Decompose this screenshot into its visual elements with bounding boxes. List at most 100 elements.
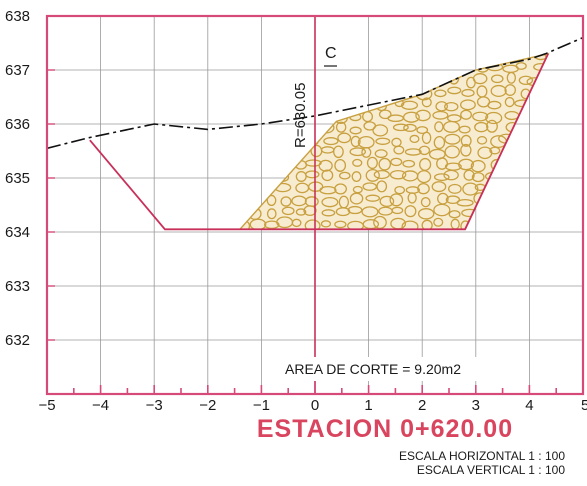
- rubble-stone: [266, 78, 281, 88]
- rubble-stone: [486, 233, 499, 242]
- rubble-stone: [519, 147, 531, 160]
- rubble-stone: [335, 53, 352, 60]
- rubble-stone: [315, 88, 333, 98]
- rubble-stone: [305, 53, 316, 63]
- rubble-stone: [389, 169, 407, 180]
- rubble-stone: [319, 185, 337, 195]
- rubble-stone: [433, 54, 446, 63]
- rubble-stone: [249, 64, 264, 74]
- rubble-stone: [436, 62, 448, 75]
- rubble-stone: [530, 147, 548, 156]
- rubble-stone: [540, 182, 549, 193]
- rubble-stone: [559, 230, 572, 239]
- rubble-stone: [261, 109, 278, 120]
- elevation-label: R=630.05: [292, 83, 309, 148]
- rubble-stone: [529, 205, 546, 214]
- rubble-stone: [515, 219, 529, 230]
- rubble-stone: [459, 99, 476, 111]
- rubble-stone: [376, 180, 388, 193]
- rubble-stone: [417, 53, 429, 62]
- rubble-stone: [409, 134, 420, 144]
- rubble-stone: [530, 124, 543, 134]
- x-tick-label: −2: [199, 397, 216, 414]
- rubble-stone: [416, 126, 429, 135]
- rubble-stone: [404, 148, 422, 156]
- rubble-stone: [544, 109, 549, 123]
- rubble-stone: [266, 170, 284, 180]
- rubble-stone: [264, 220, 280, 230]
- rubble-stone: [350, 135, 361, 148]
- rubble-stone: [463, 169, 475, 181]
- rubble-stone: [378, 157, 392, 171]
- x-tick-label: −5: [38, 397, 55, 414]
- rubble-stone: [489, 146, 501, 155]
- rubble-stone: [334, 220, 347, 229]
- rubble-stone: [461, 88, 475, 97]
- rubble-stone: [317, 101, 334, 110]
- rubble-stone: [490, 84, 507, 98]
- rubble-stone: [474, 121, 489, 133]
- rubble-stone: [501, 174, 514, 183]
- rubble-stone: [458, 158, 475, 171]
- rubble-stone: [417, 208, 435, 220]
- y-tick-label: 632: [5, 332, 30, 349]
- rubble-stone: [349, 192, 364, 205]
- rubble-stone: [239, 207, 254, 219]
- rubble-stone: [504, 197, 515, 206]
- rubble-stone: [460, 109, 472, 120]
- rubble-stone: [373, 169, 390, 180]
- rubble-stone: [363, 53, 380, 62]
- rubble-stone: [253, 235, 265, 241]
- rubble-stone: [487, 197, 499, 207]
- rubble-stone: [303, 205, 317, 216]
- rubble-stone: [541, 119, 549, 133]
- centerline-symbol: C: [325, 45, 337, 62]
- rubble-stone: [304, 159, 322, 167]
- rubble-stone: [558, 100, 570, 109]
- rubble-stone: [266, 194, 277, 207]
- rubble-stone: [266, 208, 277, 220]
- y-tick-label: 633: [5, 278, 30, 295]
- rubble-stone: [334, 158, 347, 172]
- rubble-stone: [291, 218, 302, 228]
- rubble-stone: [415, 109, 431, 122]
- rubble-stone: [344, 53, 361, 60]
- rubble-stone: [558, 74, 566, 82]
- rubble-stone: [491, 53, 501, 59]
- rubble-stone: [316, 61, 332, 75]
- rubble-stone: [250, 87, 261, 99]
- rubble-stone: [375, 137, 391, 145]
- rubble-stone: [252, 120, 268, 134]
- rubble-stone: [449, 61, 460, 74]
- rubble-stone: [308, 84, 324, 98]
- rubble-stone: [404, 205, 417, 218]
- rubble-stone: [389, 193, 404, 207]
- rubble-stone: [239, 193, 252, 203]
- rubble-stone: [394, 185, 406, 195]
- rubble-stone: [380, 234, 393, 241]
- rubble-stone: [543, 62, 549, 75]
- rubble-stone: [444, 145, 460, 159]
- rubble-stone: [349, 126, 362, 135]
- rubble-stone: [470, 228, 488, 230]
- rubble-stone: [558, 148, 568, 154]
- rubble-stone: [402, 159, 416, 168]
- rubble-stone: [372, 124, 389, 137]
- x-tick-label: 3: [472, 397, 480, 414]
- rubble-stone: [372, 84, 389, 95]
- rubble-stone: [421, 219, 433, 230]
- rubble-stone: [239, 136, 253, 147]
- rubble-stone: [476, 96, 491, 108]
- axis-ticks: [46, 15, 584, 394]
- rubble-stone: [485, 209, 501, 220]
- rubble-stone: [416, 170, 432, 184]
- rubble-stone: [506, 71, 516, 84]
- rubble-stone: [516, 53, 531, 60]
- rubble-stone: [506, 233, 517, 244]
- y-tick-label: 638: [5, 8, 30, 25]
- rubble-stone: [518, 156, 529, 170]
- rubble-stone: [391, 206, 404, 215]
- rubble-stone: [443, 169, 459, 181]
